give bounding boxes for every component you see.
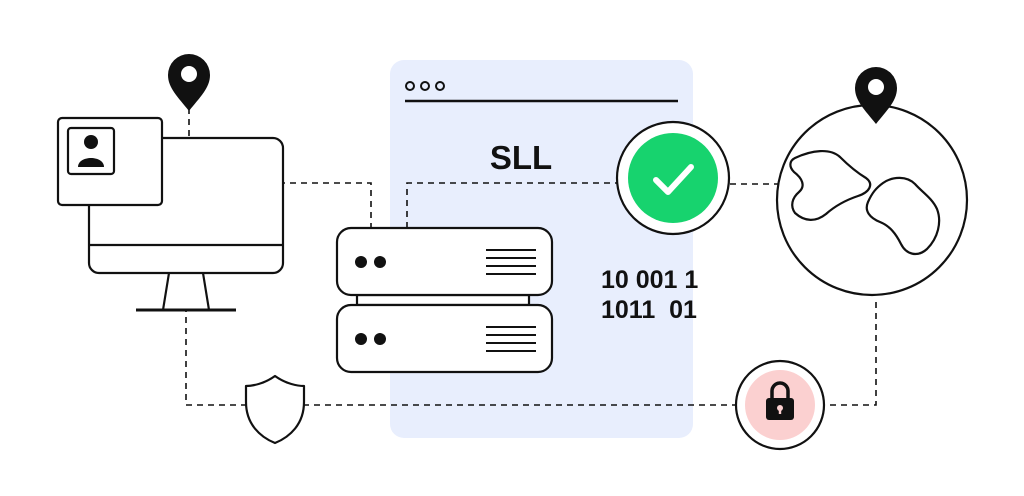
globe-circle: [775, 103, 969, 297]
binary-line-1: 10 001 1: [601, 266, 698, 294]
window-dot: [420, 81, 430, 91]
location-pin-icon: [168, 54, 210, 111]
server-unit-top: [335, 226, 554, 297]
server-vent: [486, 326, 536, 352]
check-icon: [615, 120, 731, 236]
user-icon: [78, 135, 104, 167]
server-led: [355, 333, 367, 345]
user-icon-head: [84, 135, 98, 149]
server-led: [374, 333, 386, 345]
binary-line-2: 1011 01: [601, 296, 697, 324]
diagram-title: SLL: [490, 139, 552, 176]
location-pin-hole: [181, 66, 197, 82]
location-pin-icon: [855, 67, 897, 124]
server-led: [374, 256, 386, 268]
connector-shield-to-monitor: [185, 310, 247, 406]
check-badge: [628, 133, 718, 223]
lock-keyhole-slot: [778, 408, 782, 414]
globe-continent-left: [789, 150, 872, 221]
check-mark: [653, 164, 694, 195]
connector-globe-to-lock: [822, 302, 877, 406]
user-icon-body: [78, 158, 104, 167]
window-dot: [435, 81, 445, 91]
user-card: [56, 116, 164, 207]
server-vent: [486, 249, 536, 275]
window-dot: [405, 81, 415, 91]
shield-icon: [244, 374, 306, 445]
shield-shape: [244, 374, 306, 445]
avatar-frame: [66, 126, 116, 176]
server-connector: [355, 293, 531, 307]
location-pin-shape: [168, 54, 210, 111]
globe-continent-right: [865, 176, 941, 256]
lock-shackle: [770, 381, 790, 398]
globe-icon: [775, 103, 969, 297]
server-unit-bottom: [335, 303, 554, 374]
server-icon: [335, 226, 554, 374]
connector-server-to-check: [406, 182, 617, 228]
location-pin-shape: [855, 67, 897, 124]
server-led: [355, 256, 367, 268]
monitor-stand: [161, 272, 211, 312]
lock-icon: [734, 359, 826, 451]
location-pin-hole: [868, 79, 884, 95]
